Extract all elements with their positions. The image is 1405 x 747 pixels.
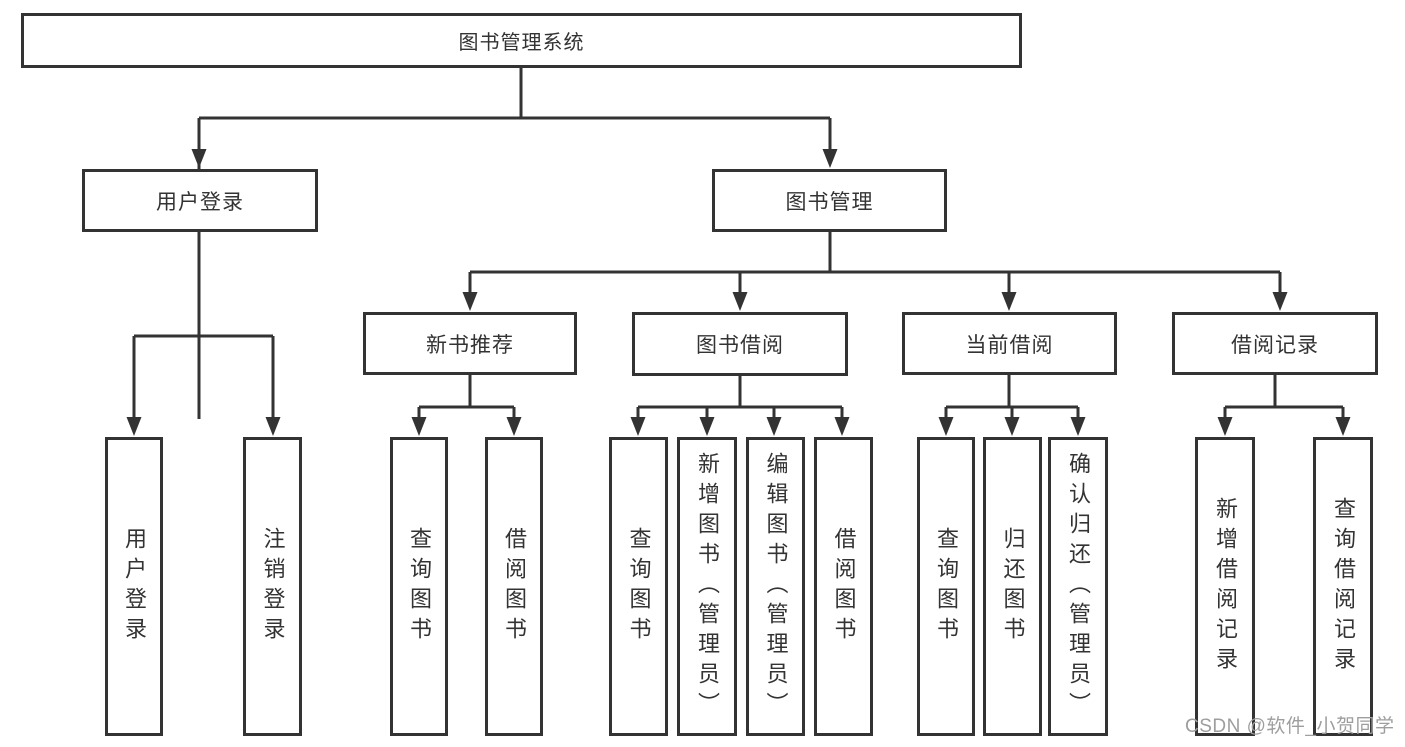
leaf-add-books-admin: 新增图书（管理员）	[677, 437, 737, 736]
node-borrowing-records: 借阅记录	[1172, 312, 1378, 375]
node-user-login-label: 用户登录	[156, 190, 244, 214]
node-book-borrowing: 图书借阅	[632, 312, 848, 376]
node-book-borrowing-label: 图书借阅	[696, 334, 784, 357]
leaf-return-books: 归还图书	[983, 437, 1042, 736]
leaf-logout: 注销登录	[243, 437, 302, 736]
leaf-borrowing-query-books: 查询图书	[609, 437, 668, 736]
node-root-system: 图书管理系统	[21, 13, 1022, 68]
leaf-borrowing-borrow-books: 借阅图书	[814, 437, 873, 736]
leaf-confirm-return-admin: 确认归还（管理员）	[1048, 437, 1108, 736]
node-current-borrowing-label: 当前借阅	[965, 333, 1054, 357]
leaf-recommend-borrow-books: 借阅图书	[485, 437, 543, 736]
node-new-book-recommend-label: 新书推荐	[426, 333, 514, 357]
leaf-user-login: 用户登录	[105, 437, 163, 736]
leaf-add-borrow-record: 新增借阅记录	[1195, 437, 1255, 736]
node-book-management-label: 图书管理	[785, 190, 874, 214]
leaf-query-borrow-record: 查询借阅记录	[1313, 437, 1373, 736]
leaf-recommend-query-books: 查询图书	[390, 437, 448, 736]
leaf-edit-books-admin: 编辑图书（管理员）	[746, 437, 805, 736]
node-root-label: 图书管理系统	[458, 32, 585, 54]
node-new-book-recommend: 新书推荐	[363, 312, 577, 375]
arrowhead-icons	[126, 149, 1351, 436]
leaf-current-query-books: 查询图书	[917, 437, 975, 736]
node-current-borrowing: 当前借阅	[902, 312, 1117, 375]
csdn-watermark: CSDN @软件_小贺同学	[1185, 716, 1395, 737]
node-borrowing-records-label: 借阅记录	[1231, 333, 1319, 357]
node-user-login: 用户登录	[82, 169, 318, 232]
node-book-management: 图书管理	[712, 169, 947, 232]
